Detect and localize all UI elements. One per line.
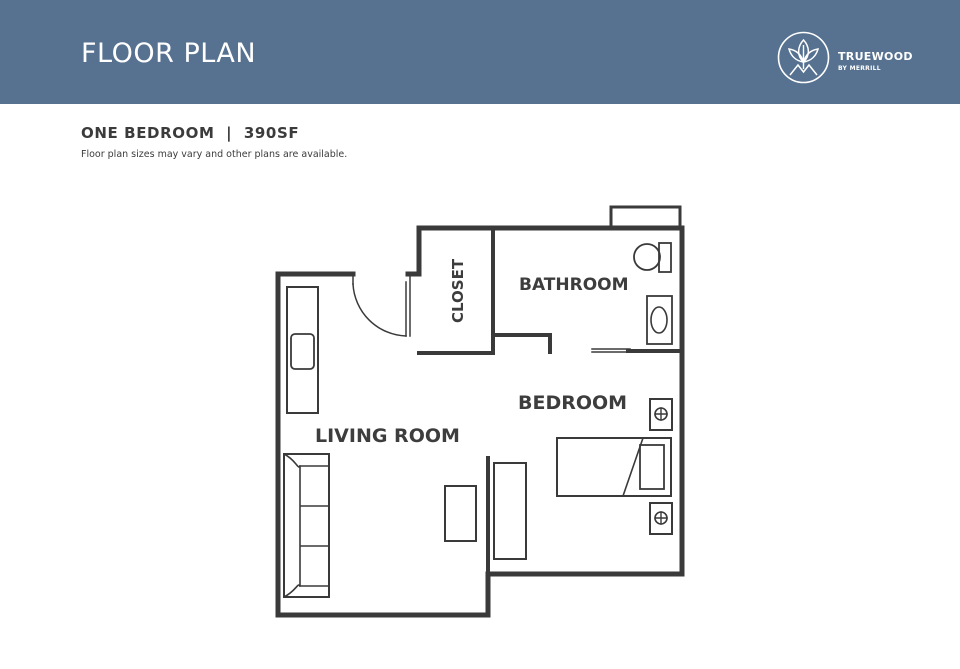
bed <box>556 437 672 497</box>
room-label-bedroom: BEDROOM <box>518 392 627 414</box>
leaf-mountain-logo-icon <box>777 31 830 84</box>
room-label-living: LIVING ROOM <box>315 425 460 447</box>
page-title: FLOOR PLAN <box>81 38 257 69</box>
dresser <box>493 462 527 560</box>
toilet-tank <box>658 242 672 273</box>
sofa-back <box>299 465 330 587</box>
nightstand <box>649 502 673 535</box>
toilet-bowl <box>633 243 661 271</box>
coffee-table <box>444 485 477 542</box>
entry-wall <box>405 225 496 277</box>
bathroom-wall <box>491 333 552 354</box>
sofa-arm <box>282 452 302 599</box>
disclaimer-text: Floor plan sizes may vary and other plan… <box>81 149 348 160</box>
lamp-icon <box>654 511 668 525</box>
closet-wall <box>417 226 495 355</box>
unit-title: ONE BEDROOM | 390SF <box>81 124 300 142</box>
sofa <box>283 453 330 598</box>
bathroom-sink <box>650 306 668 334</box>
header-banner: FLOOR PLAN TRUEWOOD BY MERRILL <box>0 0 960 104</box>
entry-door-swing <box>352 283 407 337</box>
brand-name: TRUEWOOD <box>838 50 913 63</box>
kitchen-counter <box>286 286 319 414</box>
room-label-bathroom: BATHROOM <box>519 275 629 295</box>
room-label-closet: CLOSET <box>449 258 467 323</box>
nightstand <box>649 398 673 431</box>
bed-pillow <box>639 444 665 490</box>
exterior-wall <box>275 225 685 618</box>
lamp-icon <box>654 407 668 421</box>
window-bump <box>609 205 682 230</box>
brand-subtitle: BY MERRILL <box>838 65 881 72</box>
bathroom-vanity <box>646 295 673 345</box>
kitchen-sink <box>290 333 315 370</box>
